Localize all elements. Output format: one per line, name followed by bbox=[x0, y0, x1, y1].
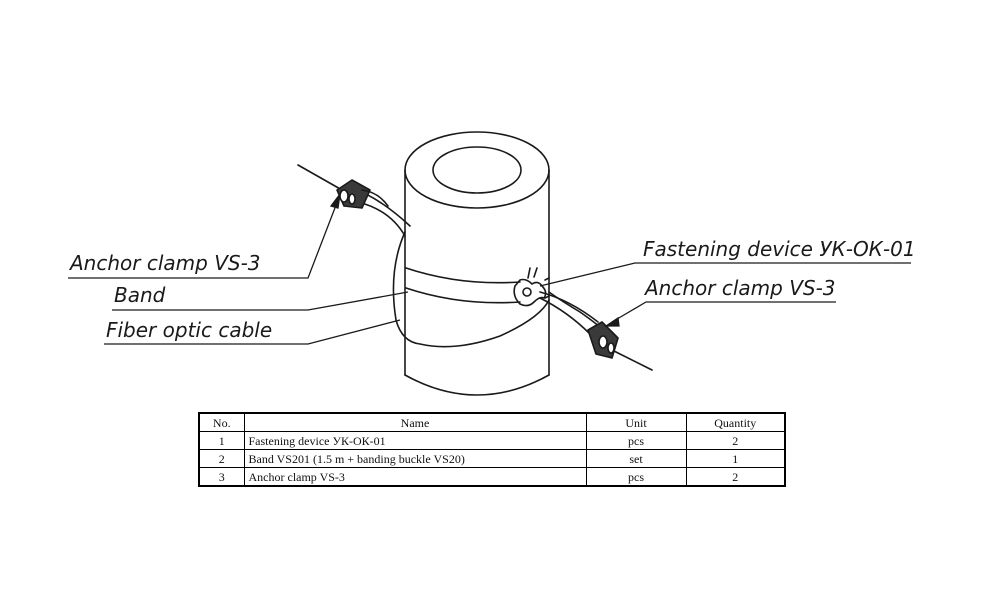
leader-fastening-device bbox=[539, 262, 911, 287]
header-name: Name bbox=[243, 412, 587, 432]
table-header-row: No. Name Unit Quantity bbox=[198, 412, 786, 432]
cell-quantity: 2 bbox=[685, 431, 786, 450]
cell-no: 2 bbox=[198, 449, 245, 468]
left-anchor-clamp-illustration bbox=[336, 179, 389, 209]
leader-anchor-clamp-left bbox=[68, 199, 339, 279]
header-quantity: Quantity bbox=[685, 412, 786, 432]
table-row: 2 Band VS201 (1.5 m + banding buckle VS2… bbox=[198, 449, 786, 468]
leader-band bbox=[112, 291, 409, 311]
cell-unit: pcs bbox=[585, 431, 687, 450]
callout-fiber-optic-cable: Fiber optic cable bbox=[106, 318, 272, 342]
leader-anchor-clamp-right bbox=[611, 301, 836, 323]
band-illustration bbox=[405, 267, 550, 304]
callout-fastening-device: Fastening device УК-ОК-01 bbox=[643, 237, 916, 261]
right-wire-illustration bbox=[539, 291, 653, 371]
cell-no: 1 bbox=[198, 431, 245, 450]
cell-no: 3 bbox=[198, 467, 245, 487]
table-row: 3 Anchor clamp VS-3 pcs 2 bbox=[198, 467, 786, 487]
header-unit: Unit bbox=[585, 412, 687, 432]
pole-mounting-diagram: Anchor clamp VS-3 Band Fiber optic cable… bbox=[68, 131, 916, 396]
callout-anchor-clamp-left: Anchor clamp VS-3 bbox=[68, 251, 261, 275]
pole bbox=[404, 131, 550, 396]
cell-quantity: 2 bbox=[685, 467, 786, 487]
cell-name: Fastening device УК-ОК-01 bbox=[243, 431, 587, 450]
fastening-device-illustration bbox=[513, 267, 547, 307]
cell-quantity: 1 bbox=[685, 449, 786, 468]
cell-unit: set bbox=[585, 449, 687, 468]
arrowhead-anchor-clamp-left bbox=[329, 193, 341, 209]
callout-band: Band bbox=[114, 283, 166, 307]
right-anchor-clamp-illustration bbox=[587, 321, 619, 359]
leader-fiber-cable bbox=[104, 319, 401, 345]
parts-table: No. Name Unit Quantity 1 Fastening devic… bbox=[198, 412, 786, 487]
header-no: No. bbox=[198, 412, 245, 432]
arrowhead-anchor-clamp-right bbox=[603, 316, 620, 327]
cell-unit: pcs bbox=[585, 467, 687, 487]
fiber-optic-cable-illustration bbox=[392, 231, 611, 348]
callout-anchor-clamp-right: Anchor clamp VS-3 bbox=[643, 276, 836, 300]
cell-name: Anchor clamp VS-3 bbox=[243, 467, 587, 487]
table-row: 1 Fastening device УК-ОК-01 pcs 2 bbox=[198, 431, 786, 450]
cell-name: Band VS201 (1.5 m + banding buckle VS20) bbox=[243, 449, 587, 468]
